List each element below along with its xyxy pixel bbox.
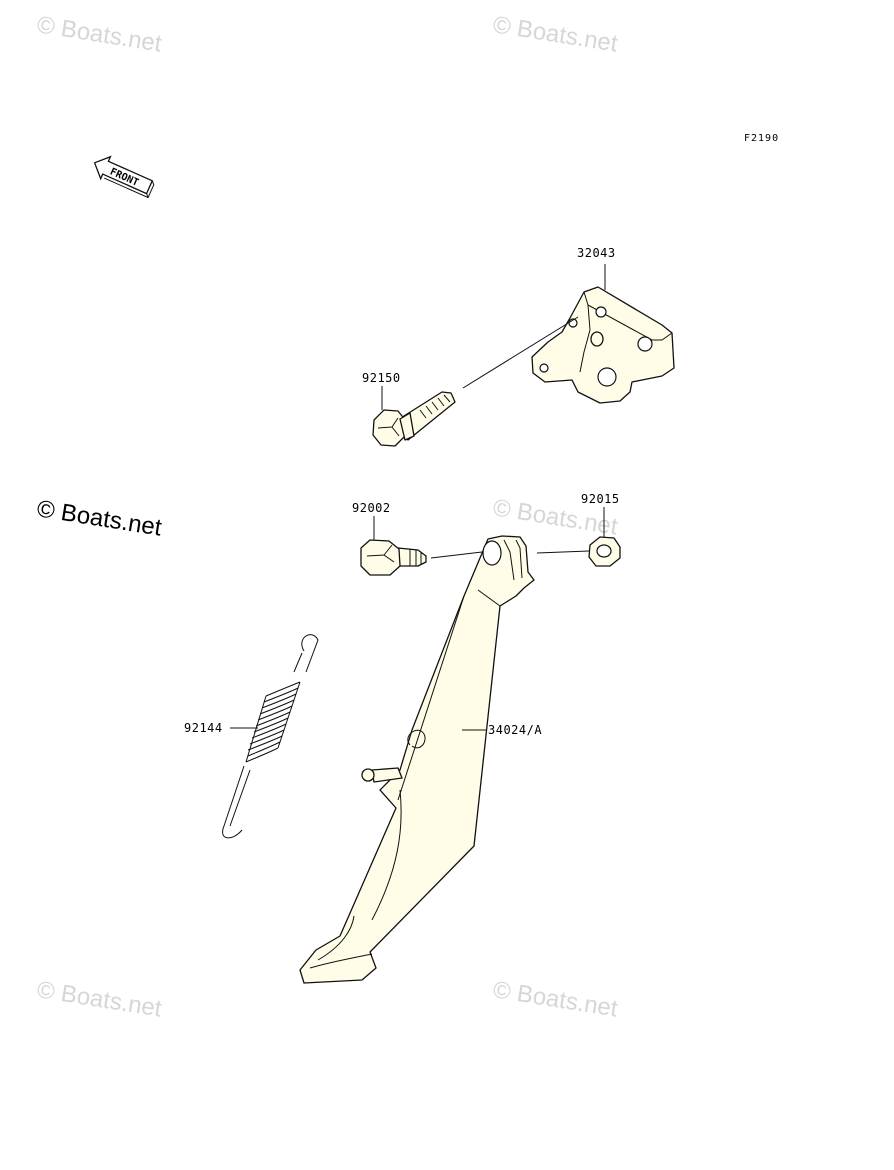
label-92015: 92015: [581, 492, 620, 506]
nut-92015-to-stand-line: [536, 550, 590, 554]
watermark-prominent: © Boats.net: [35, 495, 164, 541]
bolt-92150: [372, 391, 456, 447]
watermark-top-left: © Boats.net: [35, 11, 164, 57]
front-arrow-icon: FRONT: [93, 155, 155, 199]
label-92150: 92150: [362, 371, 401, 385]
spring-92144: [222, 634, 319, 839]
bracket-32043: [531, 286, 675, 404]
label-34024A: 34024/A: [488, 723, 542, 737]
watermark-top-right: © Boats.net: [491, 11, 620, 57]
bolt-92002: [360, 539, 427, 576]
figure-code: F2190: [744, 133, 779, 144]
bolt-92150-to-bracket-line: [462, 316, 579, 389]
side-stand-34024A: [299, 535, 535, 984]
watermark-bottom-right: © Boats.net: [491, 976, 620, 1022]
bolt-92002-to-stand-line: [430, 551, 483, 559]
label-32043: 32043: [577, 246, 616, 260]
watermark-bottom-left: © Boats.net: [35, 976, 164, 1022]
nut-92015: [588, 536, 621, 567]
label-92144: 92144: [184, 721, 223, 735]
label-92002: 92002: [352, 501, 391, 515]
